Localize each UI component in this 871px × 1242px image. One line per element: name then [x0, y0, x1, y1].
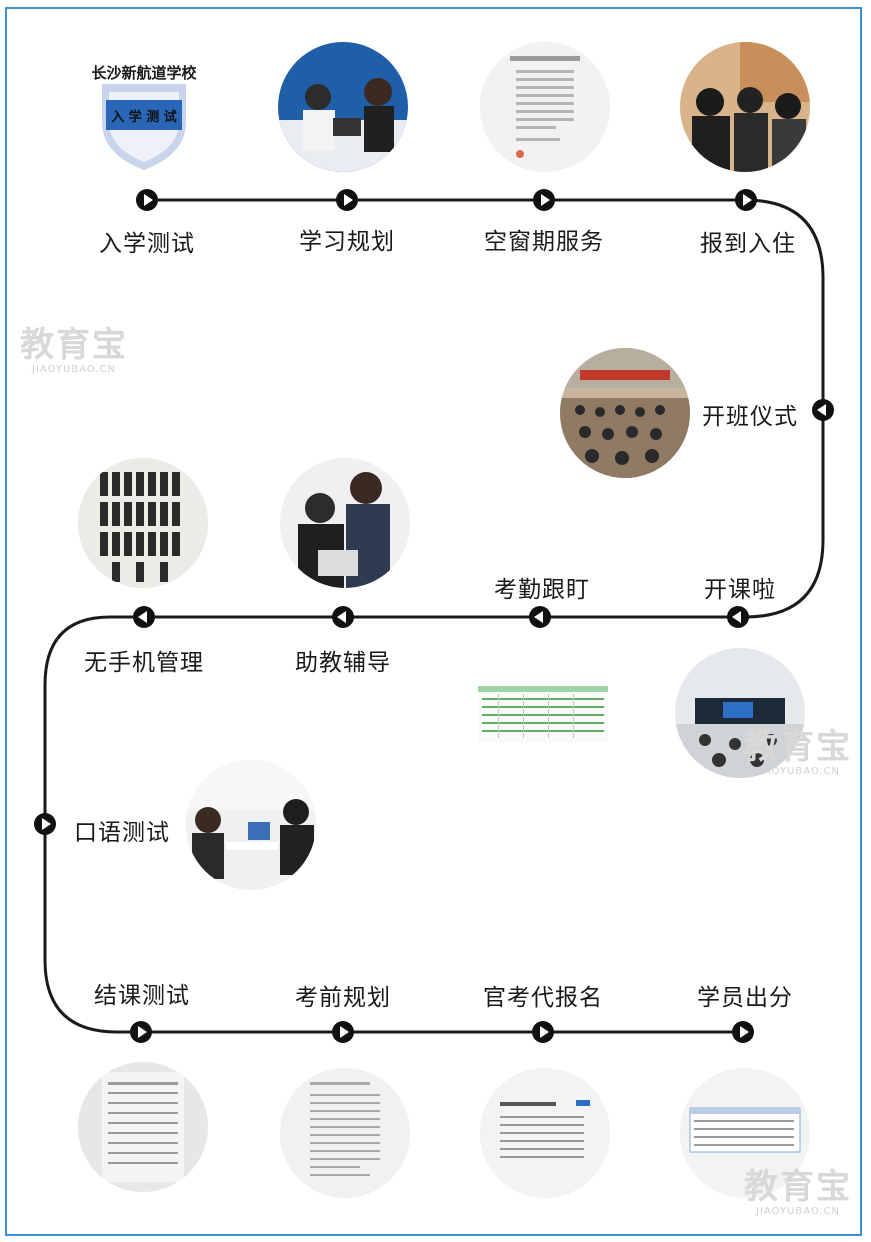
label-entrance-test: 入学测试	[99, 231, 195, 257]
page-frame	[5, 7, 862, 1236]
photo-study-plan	[278, 42, 408, 172]
marker-check-in-icon	[735, 189, 757, 211]
watermark-bottom: 教育宝 JIAOYUBAO.CN	[744, 1167, 852, 1217]
label-study-plan: 学习规划	[299, 229, 395, 255]
label-pre-exam-plan: 考前规划	[295, 985, 391, 1011]
track-line	[43, 198, 825, 1034]
school-badge: 长沙新航道学校 入 学 测 试	[84, 62, 204, 172]
marker-oral-test-icon	[34, 813, 56, 835]
watermark-left: 教育宝 JIAOYUBAO.CN	[20, 325, 128, 375]
marker-score-release-icon	[732, 1021, 754, 1043]
marker-final-test-icon	[130, 1021, 152, 1043]
marker-tutoring-icon	[332, 606, 354, 628]
label-official-registration: 官考代报名	[483, 985, 603, 1011]
marker-pre-exam-plan-icon	[332, 1021, 354, 1043]
label-no-phone: 无手机管理	[84, 650, 204, 676]
photo-tutoring	[280, 458, 410, 588]
photo-pre-exam-plan	[280, 1068, 410, 1198]
track-markers	[34, 189, 834, 1043]
photo-no-phone	[78, 458, 208, 588]
photo-gap-service	[480, 42, 610, 172]
marker-entrance-test-icon	[136, 189, 158, 211]
attendance-table-image	[478, 686, 608, 742]
marker-official-registration-icon	[532, 1021, 554, 1043]
photo-check-in	[680, 42, 810, 172]
photo-final-test	[78, 1062, 208, 1192]
photo-class-start	[675, 648, 805, 778]
label-score-release: 学员出分	[697, 985, 793, 1011]
photo-oral-test	[186, 760, 316, 890]
watermark-middle: 教育宝 JIAOYUBAO.CN	[744, 727, 852, 777]
photo-score-release	[680, 1068, 810, 1198]
marker-opening-ceremony-icon	[812, 399, 834, 421]
photo-official-registration	[480, 1068, 610, 1198]
badge-text: 入 学 测 试	[111, 110, 177, 125]
photo-opening-ceremony	[560, 348, 690, 478]
label-opening-ceremony: 开班仪式	[702, 404, 798, 430]
label-check-in: 报到入住	[700, 231, 796, 257]
marker-study-plan-icon	[336, 189, 358, 211]
school-name: 长沙新航道学校	[91, 64, 197, 82]
label-attendance: 考勤跟盯	[494, 577, 590, 603]
label-oral-test: 口语测试	[74, 820, 170, 846]
marker-attendance-icon	[529, 606, 551, 628]
label-class-start: 开课啦	[704, 577, 776, 603]
marker-no-phone-icon	[133, 606, 155, 628]
marker-gap-service-icon	[533, 189, 555, 211]
label-tutoring: 助教辅导	[295, 650, 391, 676]
marker-class-start-icon	[727, 606, 749, 628]
label-gap-service: 空窗期服务	[484, 229, 604, 255]
label-final-test: 结课测试	[94, 983, 190, 1009]
